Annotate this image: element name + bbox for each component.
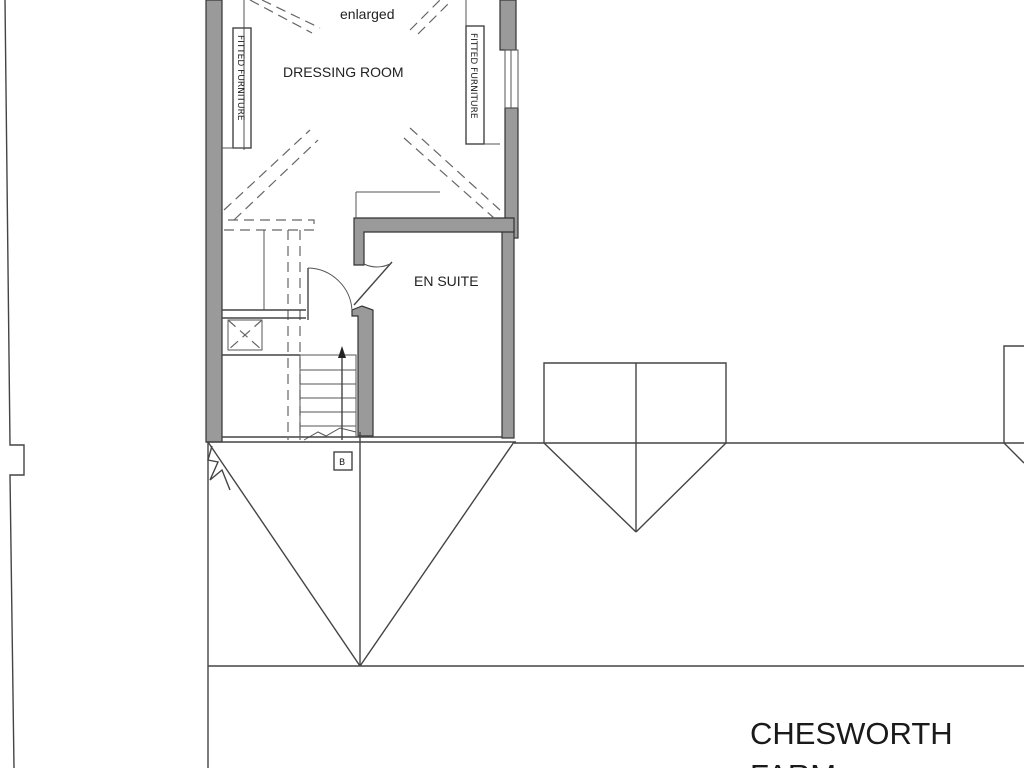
stair-direction-arrow-icon: [338, 346, 346, 358]
fitted-furniture-left-label: FITTED FURNITURE: [235, 35, 245, 121]
left-boundary: [4, 0, 25, 768]
en-suite-label: EN SUITE: [414, 273, 479, 289]
door-swing: [307, 261, 393, 320]
fitted-furniture-left: FITTED FURNITURE: [232, 27, 252, 149]
dressing-room-label: DRESSING ROOM: [283, 64, 404, 80]
top-fragment-label: enlarged: [340, 6, 395, 22]
site-name-line1: CHESWORTH: [750, 716, 953, 751]
roof-dormer: [514, 362, 1024, 533]
cupboard: [222, 309, 306, 356]
window: [504, 49, 519, 109]
fitted-furniture-right: FITTED FURNITURE: [465, 25, 485, 145]
roof-right-edge: [1003, 345, 1024, 464]
stair-marker-label: B: [339, 458, 345, 468]
fitted-furniture-right-label: FITTED FURNITURE: [468, 33, 478, 119]
walls: [205, 0, 519, 443]
extension-base: [206, 436, 516, 491]
rooflights: [223, 0, 501, 440]
furniture-outlines: [222, 0, 500, 218]
roof-main: [207, 432, 1024, 768]
staircase: B: [299, 346, 357, 471]
site-name-line2: FARM: [750, 758, 836, 768]
